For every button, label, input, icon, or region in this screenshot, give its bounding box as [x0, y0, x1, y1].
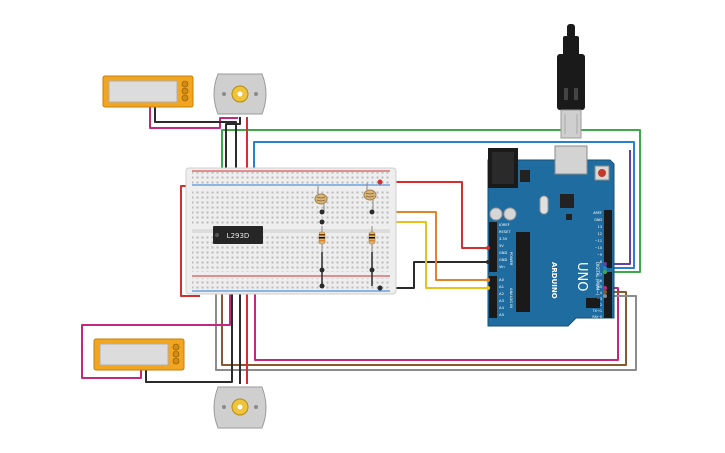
analog-pin-labels: A0 A1 A2 A3 A4 A5 [499, 277, 505, 317]
atmega-chip [516, 232, 530, 312]
digital-header-top[interactable] [604, 210, 612, 268]
display-bottom-button-2[interactable] [172, 350, 180, 358]
wire-brown[interactable] [221, 291, 627, 366]
svg-text:RESET: RESET [499, 230, 511, 234]
crystal [539, 195, 549, 215]
svg-text:~11: ~11 [595, 239, 602, 243]
wire-bottom-display-black[interactable] [145, 275, 233, 383]
display-top-button-2[interactable] [181, 87, 189, 95]
svg-text:~9: ~9 [597, 253, 602, 257]
wire-red-5v[interactable] [380, 181, 488, 249]
usb-port[interactable] [554, 145, 588, 175]
svg-text:~10: ~10 [595, 246, 602, 250]
svg-text:5V: 5V [499, 244, 504, 248]
wire-top-display-magenta[interactable] [149, 107, 238, 129]
digital-header-label: DIGITAL (PWM~) [595, 262, 600, 296]
analog-header[interactable] [489, 276, 497, 318]
display-bottom-button-3[interactable] [172, 357, 180, 365]
svg-text:12: 12 [598, 232, 602, 236]
power-header-label: POWER [509, 252, 513, 266]
svg-text:~6: ~6 [597, 279, 602, 283]
svg-text:8: 8 [600, 260, 602, 264]
smd-chip [566, 214, 572, 220]
svg-text:A2: A2 [499, 291, 505, 296]
ldr-right[interactable] [363, 183, 377, 210]
svg-text:GND: GND [499, 258, 507, 262]
resistor-right[interactable] [368, 226, 376, 252]
wires [81, 107, 641, 384]
arduino-wire-endpoints [486, 246, 607, 298]
resistor-left[interactable] [318, 226, 326, 252]
svg-text:A4: A4 [499, 305, 505, 310]
ldr-left[interactable] [314, 186, 328, 213]
chip-label: L293D [227, 232, 250, 240]
wire-blue[interactable] [253, 141, 635, 269]
capacitor-1 [489, 207, 503, 221]
display-top-button-1[interactable] [181, 80, 189, 88]
svg-text:TX→1: TX→1 [592, 309, 602, 313]
svg-text:RX←0: RX←0 [592, 315, 602, 319]
svg-text:7: 7 [600, 273, 602, 277]
svg-text:IOREF: IOREF [499, 223, 510, 227]
svg-text:4: 4 [600, 291, 602, 295]
display-top-button-3[interactable] [181, 94, 189, 102]
wire-black-gnd[interactable] [380, 261, 488, 289]
arduino-brand-label: ARDUINO [550, 262, 558, 299]
wire-gray[interactable] [215, 292, 637, 371]
svg-text:A1: A1 [499, 284, 505, 289]
digital-pin-labels-bottom: 7 ~6 ~5 4 ~3 2 TX→1 RX←0 [592, 273, 602, 319]
svg-text:2: 2 [600, 303, 602, 307]
svg-text:GND: GND [499, 251, 507, 255]
digital-header-bottom[interactable] [604, 272, 612, 318]
regulator-chip [520, 170, 530, 182]
breadboard-jumpers [319, 179, 383, 291]
svg-text:13: 13 [598, 225, 602, 229]
dc-motor-top[interactable] [213, 73, 267, 115]
svg-text:~5: ~5 [597, 285, 602, 289]
svg-text:GND: GND [594, 218, 602, 222]
arduino-model-label: UNO [574, 262, 589, 291]
wire-top-motor-black[interactable] [225, 117, 241, 205]
svg-text:A3: A3 [499, 298, 505, 303]
svg-text:3.3V: 3.3V [499, 237, 508, 241]
dc-motor-bottom[interactable] [213, 386, 267, 429]
icsp-header [586, 298, 600, 308]
svg-text:Vin: Vin [499, 265, 505, 269]
capacitor-2 [503, 207, 517, 221]
usb-chip [560, 194, 574, 208]
analog-header-label: ANALOG IN [509, 288, 513, 308]
l293d-chip[interactable]: L293D [213, 226, 263, 244]
wire-bottom-display-magenta[interactable] [81, 265, 231, 379]
wire-top-display-black[interactable] [154, 107, 237, 205]
power-header[interactable] [489, 222, 497, 272]
display-bottom-button-1[interactable] [172, 343, 180, 351]
wire-green[interactable] [221, 129, 641, 273]
display-top[interactable] [102, 75, 194, 108]
svg-text:A5: A5 [499, 312, 505, 317]
display-bottom[interactable] [93, 338, 185, 371]
svg-text:~3: ~3 [597, 297, 602, 301]
arduino-uno[interactable]: IOREF RESET 3.3V 5V GND GND Vin A0 A1 A2… [487, 145, 615, 327]
digital-pin-labels-top: AREF GND 13 12 ~11 ~10 ~9 8 [593, 211, 602, 264]
svg-text:AREF: AREF [593, 211, 602, 215]
wire-orange[interactable] [372, 211, 488, 281]
power-pin-labels: IOREF RESET 3.3V 5V GND GND Vin [499, 223, 511, 269]
usb-cable[interactable] [557, 24, 585, 139]
svg-text:A0: A0 [499, 277, 505, 282]
